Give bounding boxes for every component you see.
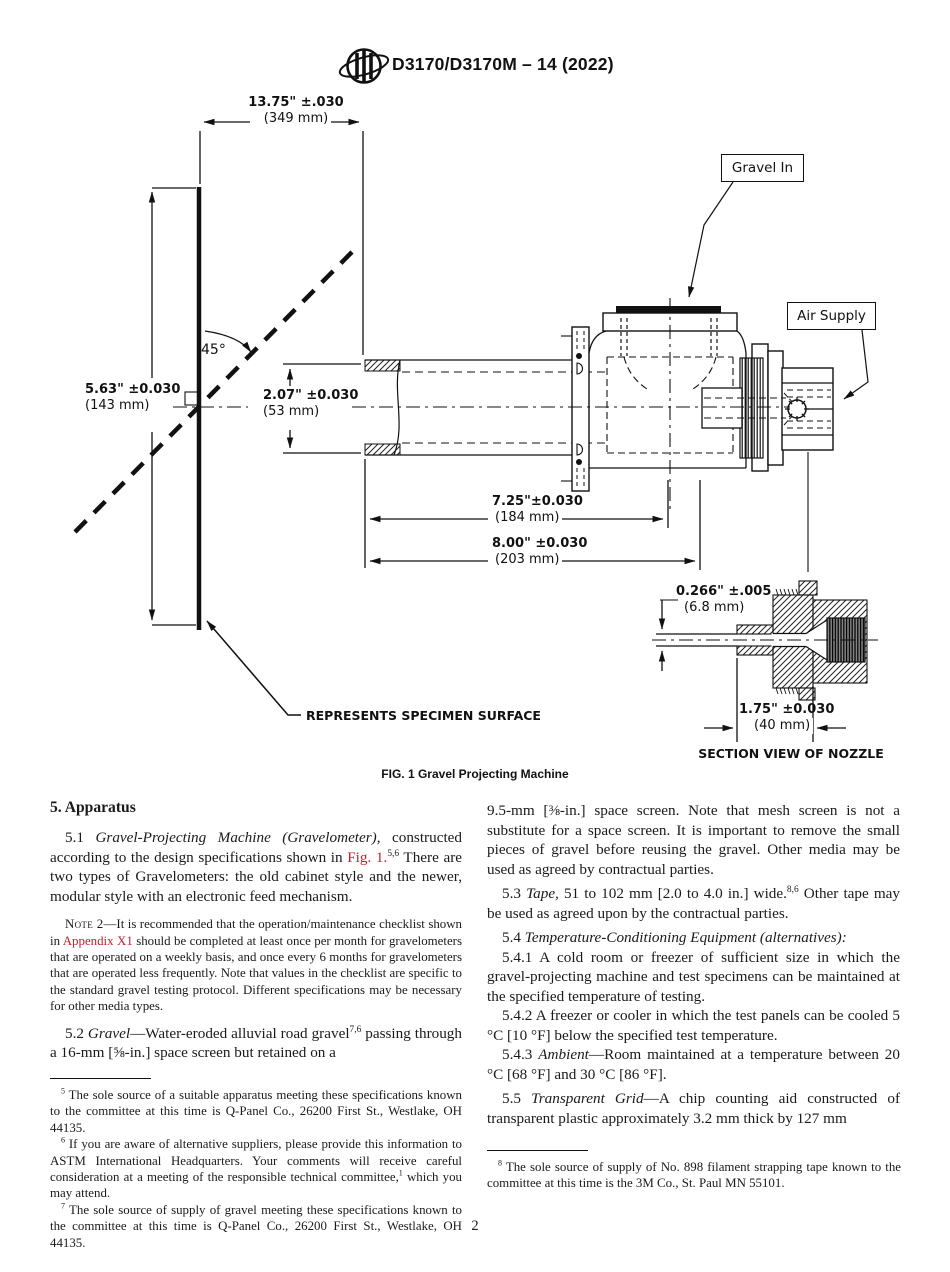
- note-2: Note 2—It is recommended that the operat…: [50, 917, 462, 1014]
- left-column: 5. Apparatus 5.1 Gravel-Projecting Machi…: [50, 798, 462, 1063]
- figure-caption: FIG. 1 Gravel Projecting Machine: [381, 767, 569, 781]
- paragraph-5-4-2: 5.4.2 A freezer or cooler in which the t…: [487, 1007, 900, 1044]
- left-footnotes: 5 The sole source of a suitable apparatu…: [50, 1078, 462, 1251]
- footnote-5: 5 The sole source of a suitable apparatu…: [50, 1086, 462, 1135]
- footnote-7: 7 The sole source of supply of gravel me…: [50, 1201, 462, 1250]
- dim-7-25: 7.25"±0.030 (184 mm): [492, 494, 583, 526]
- paragraph-5-5: 5.5 Transparent Grid—A chip counting aid…: [487, 1090, 901, 1127]
- dim-13-75: 13.75" ±.030 (349 mm): [248, 95, 344, 127]
- dim-5-63: 5.63" ±0.030 (143 mm): [85, 382, 181, 413]
- fig1-link[interactable]: Fig. 1.: [347, 848, 388, 866]
- right-column: 9.5-mm [⅜-in.] space screen. Note that m…: [487, 801, 900, 1129]
- footnote-rule: [487, 1150, 588, 1151]
- astm-logo-icon: [338, 48, 390, 84]
- dim-2-07: 2.07" ±0.030 (53 mm): [263, 388, 359, 419]
- section-view-label: SECTION VIEW OF NOZZLE: [698, 746, 884, 761]
- dim-1-75: 1.75" ±0.030 (40 mm): [739, 702, 835, 734]
- footnote-8: 8 The sole source of supply of No. 898 f…: [487, 1158, 901, 1191]
- dim-0-266: 0.266" ±.005 (6.8 mm): [676, 584, 772, 615]
- paragraph-5-2: 5.2 Gravel—Water-eroded alluvial road gr…: [50, 1024, 462, 1062]
- angle-45: 45°: [201, 342, 226, 358]
- paragraph-5-4-1: 5.4.1 A cold room or freezer of sufficie…: [487, 948, 900, 1005]
- section-heading: 5. Apparatus: [50, 799, 136, 816]
- air-supply-label: Air Supply: [787, 302, 876, 330]
- paragraph-5-3: 5.3 Tape, 51 to 102 mm [2.0 to 4.0 in.] …: [487, 885, 900, 922]
- appendix-x1-link[interactable]: Appendix X1: [62, 933, 133, 948]
- paragraph-5-1: 5.1 Gravel-Projecting Machine (Gravelome…: [50, 829, 463, 905]
- page-number: 2: [471, 1218, 479, 1234]
- specimen-surface-label: REPRESENTS SPECIMEN SURFACE: [306, 708, 541, 723]
- paragraph-5-4: 5.4 Temperature-Conditioning Equipment (…: [502, 929, 847, 947]
- right-footnotes: 8 The sole source of supply of No. 898 f…: [487, 1150, 901, 1192]
- paragraph-5-2-cont: 9.5-mm [⅜-in.] space screen. Note that m…: [487, 802, 900, 878]
- footnote-rule: [50, 1078, 151, 1079]
- footnote-6: 6 If you are aware of alternative suppli…: [50, 1135, 462, 1201]
- standard-designation: D3170/D3170M – 14 (2022): [392, 54, 614, 74]
- dim-8-00: 8.00" ±0.030 (203 mm): [492, 536, 588, 568]
- centerlines: [173, 298, 878, 641]
- gravel-in-label: Gravel In: [721, 154, 804, 182]
- paragraph-5-4-3: 5.4.3 Ambient—Room maintained at a tempe…: [487, 1046, 900, 1083]
